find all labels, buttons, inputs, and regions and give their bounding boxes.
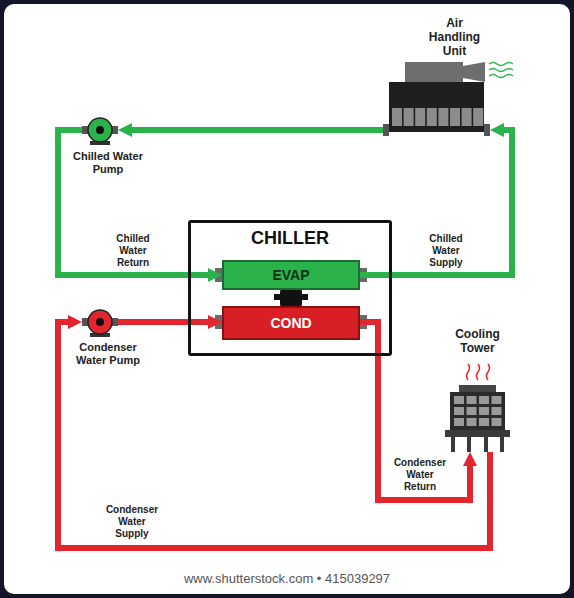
coil-cell — [415, 108, 425, 126]
fill-cell — [454, 407, 464, 415]
chiller-node: CHILLER EVAP COND — [188, 220, 392, 356]
fill-cell — [454, 396, 464, 404]
tower-leg — [500, 437, 504, 452]
pipe-flange — [215, 315, 222, 329]
tower-leg — [467, 437, 471, 452]
tower-icon — [445, 385, 510, 452]
pump-icon — [82, 307, 118, 337]
pump-flange — [82, 318, 88, 326]
water-pipe — [125, 127, 383, 133]
ahu-icon — [383, 62, 490, 137]
fill-cell — [479, 396, 489, 404]
pipe-flange — [484, 124, 490, 136]
cond-node: COND — [222, 306, 360, 340]
heat-wave — [487, 364, 490, 380]
coil-cell — [462, 108, 472, 126]
compressor-symbol — [274, 294, 308, 300]
coil-cell — [438, 108, 448, 126]
water-pipe — [118, 319, 215, 325]
component-label: Air Handling Unit — [423, 16, 487, 58]
heat-wave — [477, 364, 480, 380]
pump-flange — [112, 318, 118, 326]
component-label: Cooling Tower — [448, 327, 508, 355]
pump-node: Condenser Water Pump — [82, 307, 118, 337]
tower-fan-shroud — [459, 385, 496, 392]
component-label: CHILLER — [191, 223, 389, 249]
fill-cell — [467, 407, 477, 415]
coil-cell — [404, 108, 414, 126]
coil-cell — [427, 108, 437, 126]
ahu-body — [389, 82, 484, 132]
water-pipe — [360, 130, 512, 275]
air-wave — [489, 63, 513, 66]
fill-cell — [479, 407, 489, 415]
pipe-label: Chilled Water Supply — [420, 232, 472, 270]
fill-cell — [492, 418, 502, 426]
watermark: www.shutterstock.com • 415039297 — [184, 571, 390, 586]
fill-cell — [467, 418, 477, 426]
pump-casing — [88, 310, 112, 334]
fill-cell — [467, 396, 477, 404]
fan-housing — [405, 62, 463, 82]
pump-hub — [96, 126, 104, 134]
heat-wave — [467, 364, 470, 380]
pipe-flange — [383, 124, 389, 136]
fan-outlet — [463, 62, 485, 82]
fill-cell — [479, 418, 489, 426]
tower-leg — [451, 437, 455, 452]
evap-node: EVAP — [222, 260, 360, 290]
pump-hub — [96, 318, 104, 326]
component-label: Chilled Water Pump — [68, 150, 148, 176]
air-wave — [489, 69, 513, 72]
coil-cell — [392, 108, 402, 126]
coil-cell — [473, 108, 483, 126]
tower-body — [450, 392, 505, 430]
fill-cell — [454, 418, 464, 426]
component-label: Condenser Water Pump — [68, 341, 148, 367]
pump-flange — [112, 126, 118, 134]
air-wave — [489, 75, 513, 78]
fill-cell — [492, 396, 502, 404]
inner-ground — [4, 4, 570, 594]
ahu-node: Air Handling Unit — [383, 62, 490, 137]
component-label: EVAP — [272, 267, 309, 283]
tower-basin — [445, 430, 510, 437]
pipe-label: Condenser Water Supply — [100, 503, 164, 541]
pipe-flange — [215, 268, 222, 282]
pump-flange — [82, 126, 88, 134]
tower-node: Cooling Tower — [445, 385, 510, 452]
coil-cell — [450, 108, 460, 126]
water-pipe — [58, 130, 215, 275]
component-label: COND — [270, 315, 311, 331]
pump-node: Chilled Water Pump — [82, 115, 118, 145]
tower-leg — [484, 437, 488, 452]
pipe-label: Chilled Water Return — [107, 232, 159, 270]
pump-casing — [88, 118, 112, 142]
fill-cell — [492, 407, 502, 415]
pump-icon — [82, 115, 118, 145]
pipe-label: Condenser Water Return — [389, 456, 451, 494]
